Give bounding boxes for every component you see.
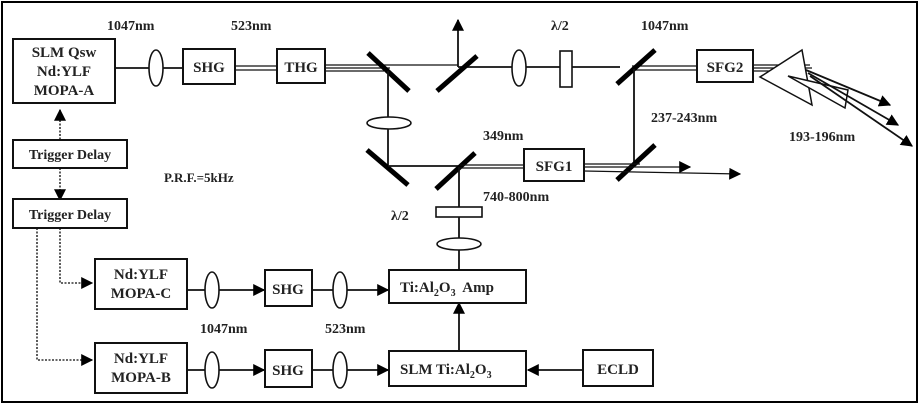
box-sfg1: SFG1 (523, 148, 585, 182)
label-half-wave-mid: λ/2 (391, 209, 409, 224)
shg-b-label: SHG (272, 363, 304, 379)
box-thg: THG (276, 48, 326, 84)
mopa-b-line-2: MOPA-B (111, 370, 171, 386)
box-ti-sapphire-amp: Ti:Al2O3 Amp (388, 269, 527, 304)
label-523nm-bottom: 523nm (325, 322, 366, 337)
lens-row-c-2 (332, 271, 348, 309)
label-1047nm-right: 1047nm (641, 19, 689, 34)
label-1047nm-bottom: 1047nm (200, 322, 248, 337)
lens-row-b-2 (332, 351, 348, 389)
prism-2 (787, 75, 849, 110)
mopa-a-line-3: MOPA-A (34, 83, 95, 99)
box-trigger-delay-1: Trigger Delay (12, 139, 128, 169)
mirror-top-2 (435, 54, 479, 93)
label-half-wave-top: λ/2 (551, 19, 569, 34)
sfg1-label: SFG1 (536, 159, 573, 175)
lens-row-b-1 (204, 351, 220, 389)
slm-ti-label: SLM Ti:Al2O3 (400, 362, 492, 381)
trigger-line-to-mopa-c (59, 228, 94, 289)
label-prf: P.R.F.=5kHz (164, 170, 234, 185)
trigger-delay-1-label: Trigger Delay (29, 148, 111, 163)
box-mopa-c: Nd:YLF MOPA-C (94, 258, 188, 310)
mirror-mid-2 (434, 151, 477, 191)
uv-output-arrow-1 (805, 69, 892, 107)
lens-mid-horizontal (366, 116, 412, 130)
box-mopa-b: Nd:YLF MOPA-B (94, 342, 188, 394)
label-523nm-top: 523nm (231, 19, 272, 34)
lens-top-2 (511, 49, 527, 87)
mopa-a-line-2: Nd:YLF (37, 64, 91, 80)
beam-sfg1-out-arrow-2 (583, 167, 742, 180)
box-mopa-a: SLM Qsw Nd:YLF MOPA-A (12, 38, 116, 104)
box-shg-b: SHG (264, 349, 313, 388)
label-349nm: 349nm (483, 129, 524, 144)
lens-top-1 (148, 49, 164, 87)
box-slm-ti-sapphire: SLM Ti:Al2O3 (388, 350, 527, 387)
box-sfg2: SFG2 (696, 49, 754, 83)
box-trigger-delay-2: Trigger Delay (12, 198, 128, 229)
uv-output-arrow-2 (807, 72, 900, 126)
box-shg-top: SHG (182, 48, 236, 85)
uv-output-arrow-3 (809, 75, 913, 147)
prism-1 (758, 48, 814, 107)
box-ecld: ECLD (582, 349, 654, 387)
shg-c-label: SHG (272, 282, 304, 298)
trigger-line-to-mopa-b (36, 228, 94, 366)
lens-mid-vertical (436, 237, 482, 251)
sfg2-label: SFG2 (707, 60, 744, 76)
lens-row-c-1 (204, 271, 220, 309)
box-shg-c: SHG (264, 269, 313, 307)
half-wave-plate-mid (435, 206, 483, 218)
mirror-mid-1 (365, 148, 410, 187)
mopa-b-line-1: Nd:YLF (114, 351, 168, 367)
ecld-label: ECLD (597, 362, 639, 378)
half-wave-plate-top (559, 50, 573, 88)
mopa-c-line-2: MOPA-C (111, 286, 172, 302)
mopa-c-line-1: Nd:YLF (114, 267, 168, 283)
thg-label: THG (284, 60, 318, 76)
trigger-delay-2-label: Trigger Delay (29, 208, 111, 223)
label-1047nm-top: 1047nm (107, 19, 155, 34)
mirror-right-top (615, 48, 657, 86)
label-193-196nm: 193-196nm (789, 130, 855, 145)
amp-label: Ti:Al2O3 Amp (400, 280, 494, 299)
label-237-243nm: 237-243nm (651, 111, 717, 126)
shg-top-label: SHG (193, 60, 225, 76)
mopa-a-line-1: SLM Qsw (32, 45, 97, 61)
label-740-800nm: 740-800nm (483, 190, 549, 205)
mirror-right-bottom (615, 143, 657, 182)
